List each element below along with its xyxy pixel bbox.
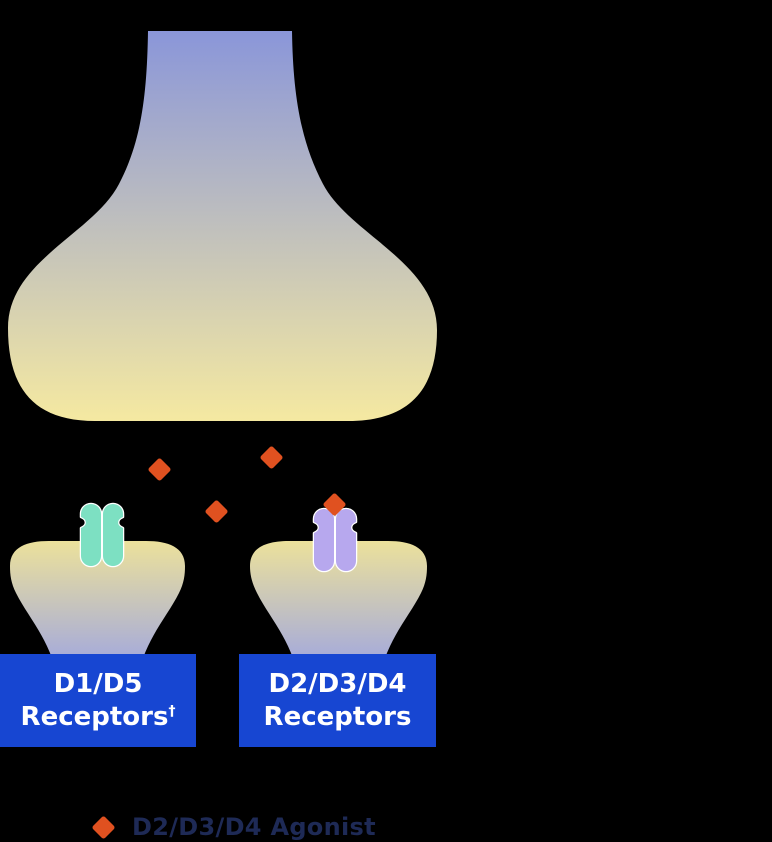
d1d5-receptor-icon bbox=[79, 502, 125, 568]
legend-diamond-icon bbox=[90, 814, 116, 840]
postsynaptic-terminal-right-shape bbox=[250, 541, 427, 658]
d2d3d4-label-line2: Receptors bbox=[263, 701, 412, 732]
d1d5-receptors-label: D1/D5 Receptors† bbox=[0, 654, 196, 747]
legend: D2/D3/D4 Agonist bbox=[90, 813, 376, 841]
presynaptic-terminal-shape bbox=[8, 31, 437, 421]
d2d3d4-receptor-icon bbox=[312, 507, 358, 573]
d1d5-label-line2: Receptors† bbox=[20, 701, 176, 732]
postsynaptic-terminal-left-shape bbox=[10, 541, 185, 658]
d1d5-label-line1: D1/D5 bbox=[53, 668, 143, 699]
dagger-superscript: † bbox=[168, 702, 176, 719]
d2d3d4-receptors-label: D2/D3/D4 Receptors bbox=[239, 654, 436, 747]
legend-label: D2/D3/D4 Agonist bbox=[132, 813, 376, 841]
d2d3d4-label-line1: D2/D3/D4 bbox=[268, 668, 407, 699]
